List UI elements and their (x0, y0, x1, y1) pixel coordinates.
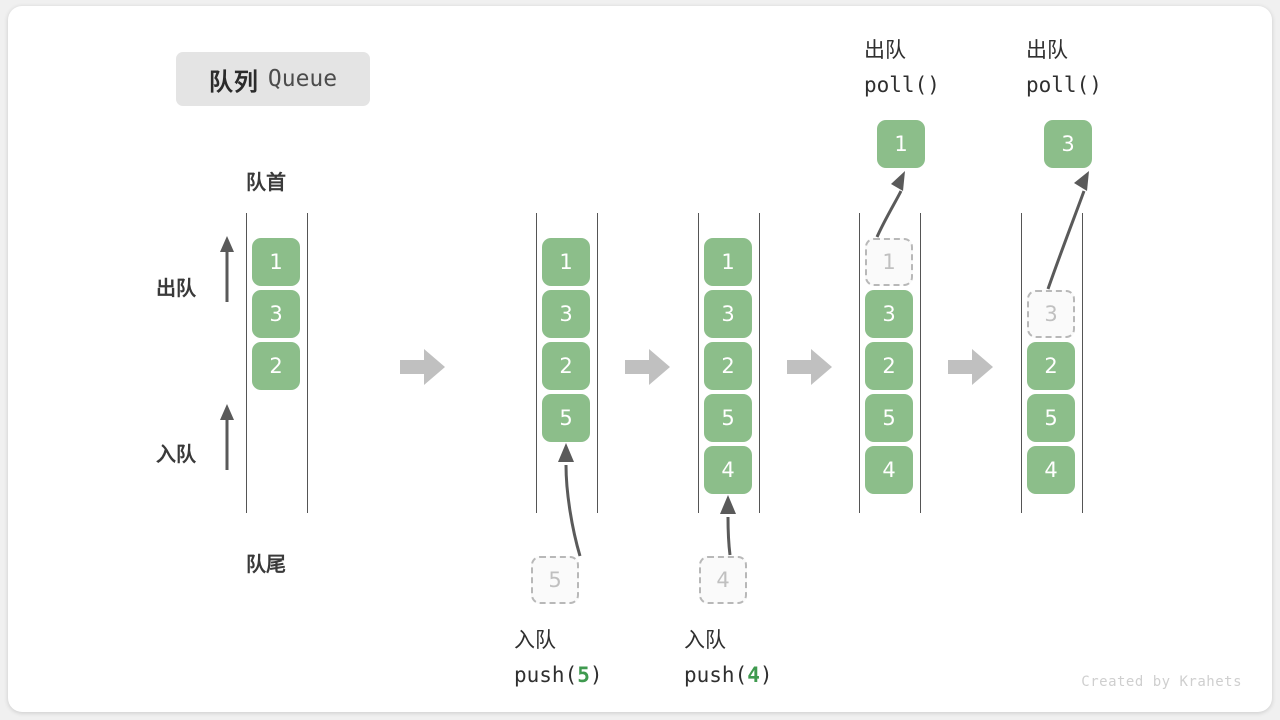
queue-cell-3-4: 4 (865, 446, 913, 494)
caption-cn-4: 出队 (1026, 39, 1068, 62)
caption-cn-2: 入队 (684, 629, 726, 652)
queue-rail-left-0 (246, 213, 247, 513)
queue-cell-2-0: 1 (704, 238, 752, 286)
queue-cell-1-2: 2 (542, 342, 590, 390)
queue-cell-0-0: 1 (252, 238, 300, 286)
queue-head-label: 队首 (246, 172, 286, 194)
queue-cell-3-1: 3 (865, 290, 913, 338)
caption-cn-3: 出队 (864, 39, 906, 62)
queue-rail-right-4 (1082, 213, 1083, 513)
queue-cell-1-0: 1 (542, 238, 590, 286)
caption-call-suffix-4: ) (1089, 73, 1102, 98)
dequeue-direction-arrow-icon (220, 236, 234, 302)
queue-rail-right-3 (920, 213, 921, 513)
step-arrow-icon-4 (948, 349, 993, 385)
enqueue-direction-label: 入队 (156, 444, 196, 466)
queue-cell-4-2: 5 (1027, 394, 1075, 442)
caption-cn-1: 入队 (514, 629, 556, 652)
queue-cell-3-2: 2 (865, 342, 913, 390)
push-arrow-icon-1 (558, 443, 582, 557)
step-arrow-icon-2 (625, 349, 670, 385)
queue-rail-right-2 (759, 213, 760, 513)
caption-3: 出队 poll() (864, 34, 940, 103)
queue-rail-left-4 (1021, 213, 1022, 513)
poll-arrow-icon-3 (875, 171, 905, 238)
caption-call-prefix-4: poll( (1026, 73, 1090, 98)
incoming-cell-2-in: 4 (699, 556, 747, 604)
queue-cell-3-0: 1 (865, 238, 913, 286)
caption-call-suffix-3: ) (927, 73, 940, 98)
queue-cell-1-1: 3 (542, 290, 590, 338)
queue-cell-1-3: 5 (542, 394, 590, 442)
outgoing-cell-3-out: 1 (877, 120, 925, 168)
caption-call-suffix-2: ) (759, 663, 773, 688)
queue-cell-3-3: 5 (865, 394, 913, 442)
queue-cell-2-4: 4 (704, 446, 752, 494)
title-cn: 队列 (208, 68, 259, 96)
queue-cell-2-3: 5 (704, 394, 752, 442)
push-arrow-icon-2 (720, 495, 736, 556)
step-arrow-icon-1 (400, 349, 445, 385)
enqueue-direction-arrow-icon (220, 404, 234, 470)
queue-tail-label: 队尾 (246, 554, 286, 576)
queue-rail-left-1 (536, 213, 537, 513)
step-arrow-icon-3 (787, 349, 832, 385)
watermark: Created by Krahets (1081, 674, 1242, 690)
caption-1: 入队 push(5) (514, 624, 603, 693)
queue-cell-0-2: 2 (252, 342, 300, 390)
queue-rail-right-0 (307, 213, 308, 513)
outgoing-cell-3: 1 (877, 120, 925, 168)
title-badge: 队列 Queue (176, 52, 370, 106)
dequeue-direction-label: 出队 (156, 278, 196, 300)
caption-4: 出队 poll() (1026, 34, 1102, 103)
caption-call-prefix-1: push( (514, 663, 578, 688)
queue-cell-4-3: 4 (1027, 446, 1075, 494)
caption-call-prefix-3: poll( (864, 73, 928, 98)
incoming-cell-1: 5 (531, 556, 579, 604)
queue-cell-2-2: 2 (704, 342, 752, 390)
incoming-cell-1-in: 5 (531, 556, 579, 604)
queue-cell-0-1: 3 (252, 290, 300, 338)
caption-arg-2: 4 (747, 663, 760, 688)
title-en: Queue (267, 66, 338, 92)
queue-cell-4-1: 2 (1027, 342, 1075, 390)
poll-arrow-icon-4 (1046, 171, 1089, 290)
caption-arg-1: 5 (577, 663, 590, 688)
queue-rail-left-3 (859, 213, 860, 513)
outgoing-cell-4-out: 3 (1044, 120, 1092, 168)
queue-rail-right-1 (597, 213, 598, 513)
queue-cell-4-0: 3 (1027, 290, 1075, 338)
incoming-cell-2: 4 (699, 556, 747, 604)
caption-call-prefix-2: push( (684, 663, 748, 688)
queue-rail-left-2 (698, 213, 699, 513)
outgoing-cell-4: 3 (1044, 120, 1092, 168)
caption-2: 入队 push(4) (684, 624, 773, 693)
caption-call-suffix-1: ) (589, 663, 603, 688)
queue-cell-2-1: 3 (704, 290, 752, 338)
